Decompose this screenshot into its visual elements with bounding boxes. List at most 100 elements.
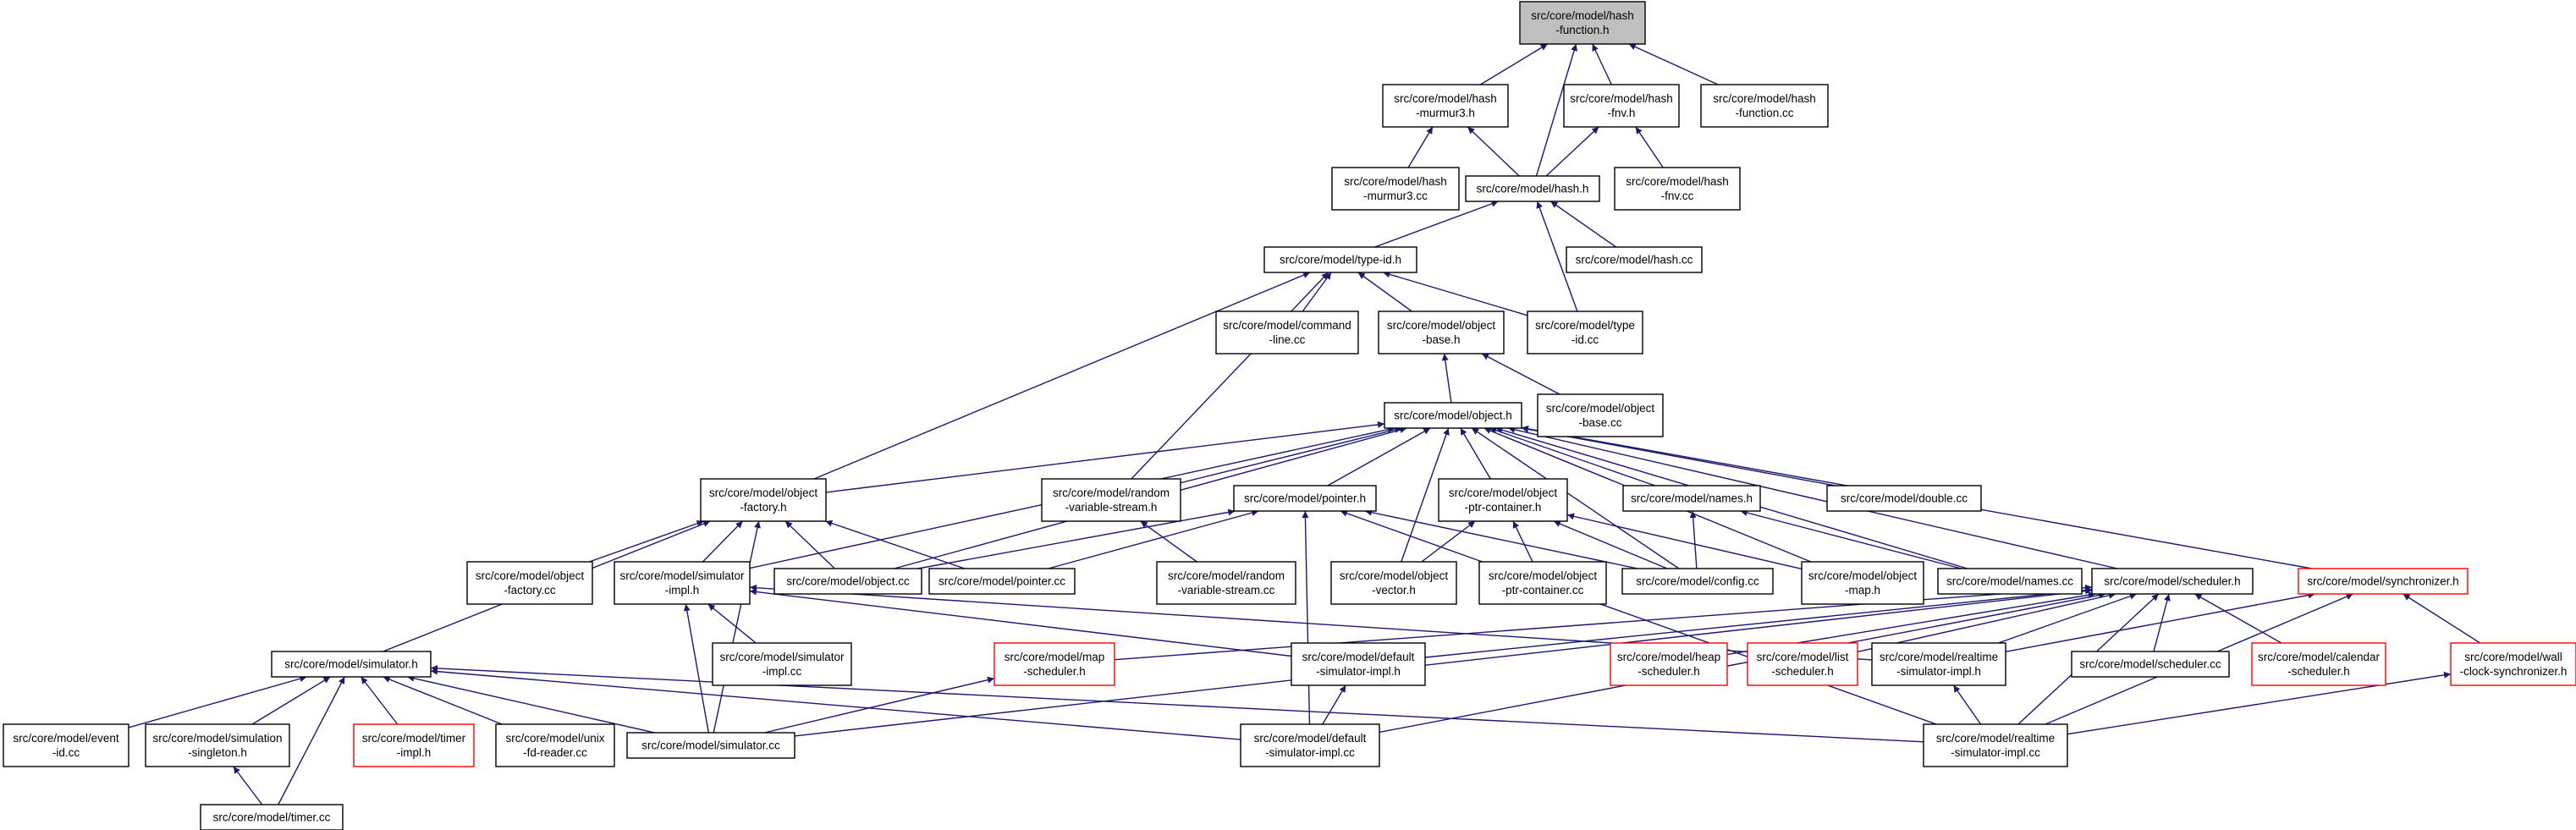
edge-object-vector-h-to-object-ptr-container-h <box>1421 520 1476 563</box>
node-hash-function-h[interactable]: src/core/model/hash-function.h <box>1519 1 1646 45</box>
node-names-cc[interactable]: src/core/model/names.cc <box>1937 568 2083 595</box>
node-label-line: -fnv.h <box>1608 107 1636 119</box>
node-simulator-impl-h[interactable]: src/core/model/simulator-impl.h <box>614 561 751 605</box>
node-type-id-h[interactable]: src/core/model/type-id.h <box>1263 246 1417 273</box>
node-object-factory-cc[interactable]: src/core/model/object-factory.cc <box>466 561 593 605</box>
edge-type-id-cc-to-hash-h <box>1536 201 1578 312</box>
node-simulator-h[interactable]: src/core/model/simulator.h <box>271 651 432 678</box>
node-object-base-cc[interactable]: src/core/model/object-base.cc <box>1537 393 1664 437</box>
edge-timer-cc-to-simulator-h <box>278 676 345 805</box>
node-label-line: -line.cc <box>1269 333 1306 346</box>
edge-realtime-simulator-impl-h-to-synchronizer-h <box>2005 591 2315 652</box>
node-box <box>1291 642 1426 686</box>
node-box <box>2251 642 2386 686</box>
node-label-line: src/core/model/heap <box>1617 651 1720 663</box>
node-pointer-cc[interactable]: src/core/model/pointer.cc <box>928 568 1076 595</box>
node-heap-scheduler-h[interactable]: src/core/model/heap-scheduler.h <box>1610 642 1728 686</box>
node-label-line: src/core/model/pointer.cc <box>938 575 1065 588</box>
node-box <box>466 561 593 605</box>
edge-pointer-cc-to-object-factory-h <box>825 519 966 569</box>
node-label-line: src/core/model/wall <box>2464 651 2562 663</box>
node-object-h[interactable]: src/core/model/object.h <box>1384 402 1522 429</box>
node-label-line: src/core/model/type <box>1535 319 1635 332</box>
edge-simulator-impl-h-to-object-factory-h <box>702 520 744 563</box>
node-wall-clock-synchronizer-h[interactable]: src/core/model/wall-clock-synchronizer.h <box>2450 642 2576 686</box>
node-label-line: src/core/model/pointer.h <box>1244 492 1366 505</box>
node-hash-h[interactable]: src/core/model/hash.h <box>1465 175 1600 202</box>
node-label-line: -simulator-impl.h <box>1896 665 1981 678</box>
node-label-line: -simulator-impl.cc <box>1265 746 1355 759</box>
node-default-simulator-impl-h[interactable]: src/core/model/default-simulator-impl.h <box>1291 642 1426 686</box>
edge-names-cc-to-names-h <box>1740 509 1962 569</box>
node-label-line: -simulator-impl.cc <box>1951 746 2040 759</box>
node-realtime-simulator-impl-h[interactable]: src/core/model/realtime-simulator-impl.h <box>1871 642 2006 686</box>
node-box <box>2450 642 2576 686</box>
node-pointer-h[interactable]: src/core/model/pointer.h <box>1233 485 1377 512</box>
node-label-line: src/core/model/object <box>1546 402 1655 415</box>
node-label-line: src/core/model/object <box>1340 569 1449 582</box>
edge-realtime-simulator-impl-cc-to-wall-clock-synchronizer-h <box>2067 671 2452 735</box>
node-box <box>2071 651 2230 678</box>
node-simulation-singleton-h[interactable]: src/core/model/simulation-singleton.h <box>145 723 290 767</box>
node-timer-cc[interactable]: src/core/model/timer.cc <box>200 804 344 830</box>
node-object-ptr-container-h[interactable]: src/core/model/object-ptr-container.h <box>1438 478 1568 522</box>
node-object-vector-h[interactable]: src/core/model/object-vector.h <box>1330 561 1457 605</box>
node-layer: src/core/model/hash-function.hsrc/core/m… <box>3 1 2576 830</box>
node-type-id-cc[interactable]: src/core/model/type-id.cc <box>1527 311 1643 355</box>
edge-command-line-cc-to-type-id-h <box>1302 272 1332 312</box>
node-label-line: src/core/model/default <box>1254 732 1367 745</box>
node-label-line: src/core/model/object <box>709 486 818 499</box>
node-timer-impl-h[interactable]: src/core/model/timer-impl.h <box>353 723 475 767</box>
node-object-ptr-container-cc[interactable]: src/core/model/object-ptr-container.cc <box>1478 561 1607 605</box>
node-label-line: -id.cc <box>1571 333 1599 346</box>
node-hash-fnv-h[interactable]: src/core/model/hash-fnv.h <box>1563 84 1680 128</box>
node-box <box>773 568 922 595</box>
node-object-map-h[interactable]: src/core/model/object-map.h <box>1801 561 1924 605</box>
node-hash-function-cc[interactable]: src/core/model/hash-function.cc <box>1700 84 1829 128</box>
node-box <box>1233 485 1377 512</box>
node-command-line-cc[interactable]: src/core/model/command-line.cc <box>1215 311 1359 355</box>
node-default-simulator-impl-cc[interactable]: src/core/model/default-simulator-impl.cc <box>1240 723 1380 767</box>
node-synchronizer-h[interactable]: src/core/model/synchronizer.h <box>2298 568 2469 595</box>
node-event-id-cc[interactable]: src/core/model/event-id.cc <box>3 723 129 767</box>
node-object-cc[interactable]: src/core/model/object.cc <box>773 568 922 595</box>
node-map-scheduler-h[interactable]: src/core/model/map-scheduler.h <box>994 642 1115 686</box>
node-scheduler-cc[interactable]: src/core/model/scheduler.cc <box>2071 651 2230 678</box>
edge-object-factory-cc-to-object-factory-h <box>589 519 704 563</box>
node-scheduler-h[interactable]: src/core/model/scheduler.h <box>2091 568 2254 595</box>
edge-wall-clock-synchronizer-h-to-synchronizer-h <box>2403 593 2481 644</box>
node-unix-fd-reader-cc[interactable]: src/core/model/unix-fd-reader.cc <box>495 723 615 767</box>
node-random-variable-stream-h[interactable]: src/core/model/random-variable-stream.h <box>1041 478 1181 522</box>
edge-hash-h-to-hash-fnv-h <box>1545 126 1599 177</box>
node-hash-fnv-cc[interactable]: src/core/model/hash-fnv.cc <box>1614 167 1741 211</box>
edge-object-cc-to-pointer-h <box>917 508 1236 569</box>
node-realtime-simulator-impl-cc[interactable]: src/core/model/realtime-simulator-impl.c… <box>1923 723 2068 767</box>
edge-scheduler-h-to-object-h <box>1507 426 2118 569</box>
node-hash-cc[interactable]: src/core/model/hash.cc <box>1566 246 1703 273</box>
edge-pointer-cc-to-pointer-h <box>1048 509 1259 569</box>
node-object-base-h[interactable]: src/core/model/object-base.h <box>1378 311 1505 355</box>
node-box <box>1614 167 1741 211</box>
edge-names-h-to-object-h <box>1489 426 1656 486</box>
node-calendar-scheduler-h[interactable]: src/core/model/calendar-scheduler.h <box>2251 642 2386 686</box>
node-label-line: src/core/model/simulator.h <box>284 658 418 671</box>
node-list-scheduler-h[interactable]: src/core/model/list-scheduler.h <box>1747 642 1858 686</box>
node-simulator-cc[interactable]: src/core/model/simulator.cc <box>626 732 795 759</box>
node-hash-murmur3-h[interactable]: src/core/model/hash-murmur3.h <box>1382 84 1509 128</box>
node-label-line: src/core/model/hash.cc <box>1576 254 1693 267</box>
node-label-line: src/core/model/scheduler.cc <box>2079 658 2221 671</box>
node-hash-murmur3-cc[interactable]: src/core/model/hash-murmur3.cc <box>1331 167 1460 211</box>
node-box <box>1871 642 2006 686</box>
edge-layer <box>128 43 2481 805</box>
node-random-variable-stream-cc[interactable]: src/core/model/random-variable-stream.cc <box>1156 561 1296 605</box>
node-simulator-impl-cc[interactable]: src/core/model/simulator-impl.cc <box>712 642 852 686</box>
node-double-cc[interactable]: src/core/model/double.cc <box>1826 485 1982 512</box>
node-label-line: src/core/model/scheduler.h <box>2104 575 2240 588</box>
node-names-h[interactable]: src/core/model/names.h <box>1622 485 1761 512</box>
node-label-line: src/core/model/object <box>1808 569 1918 582</box>
edge-hash-fnv-cc-to-hash-fnv-h <box>1635 126 1664 168</box>
node-config-cc[interactable]: src/core/model/config.cc <box>1621 568 1774 595</box>
node-object-factory-h[interactable]: src/core/model/object-factory.h <box>700 478 827 522</box>
edge-simulator-cc-to-simulator-h <box>407 674 655 734</box>
edge-simulator-cc-to-simulator-impl-h <box>683 603 709 734</box>
